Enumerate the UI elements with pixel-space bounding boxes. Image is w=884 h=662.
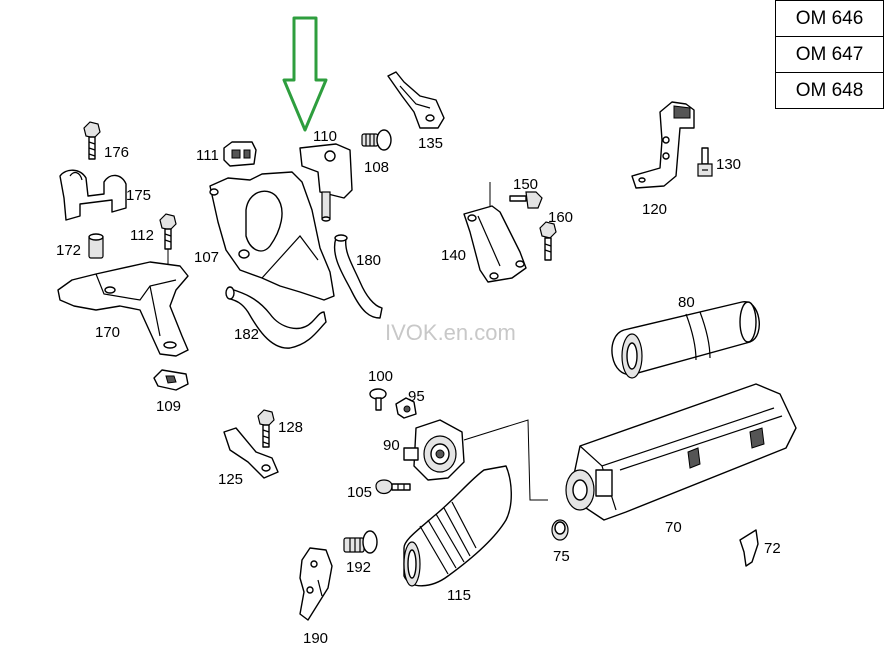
part-176-bolt [83,121,101,160]
part-110-sensor [299,143,353,222]
part-115-intake-duct [403,465,512,587]
label-160: 160 [548,209,573,226]
part-80-filter [611,301,760,379]
part-95-clip [395,397,417,419]
label-90: 90 [383,437,400,454]
part-140-bracket [463,182,527,283]
part-72-clip [739,529,759,567]
label-140: 140 [441,247,466,264]
part-175-clamp [59,169,127,221]
label-112: 112 [130,227,154,244]
engine-code-cell: OM 647 [775,36,884,73]
part-128-bolt [257,409,275,448]
label-111: 111 [196,147,219,164]
label-107: 107 [194,249,219,266]
label-180: 180 [356,252,381,269]
label-128: 128 [278,419,303,436]
part-182-hose [225,286,327,349]
part-150-bolt [509,191,543,209]
highlight-arrow-icon [282,16,328,132]
part-135-bracket [387,71,445,129]
part-180-hose [333,234,383,319]
part-170-bracket [57,261,189,357]
engine-code-cell: OM 646 [775,0,884,37]
part-107-bracket [209,171,335,301]
part-111-clip [223,141,257,167]
label-150: 150 [513,176,538,193]
part-100-screw [369,388,387,411]
label-172: 172 [56,242,81,259]
part-192-screw [343,530,378,554]
label-72: 72 [764,540,781,557]
part-120-bracket [631,101,695,189]
part-109-clip [153,369,189,391]
label-115: 115 [447,587,471,604]
part-190-plate [299,547,333,621]
label-95: 95 [408,388,425,405]
label-80: 80 [678,294,695,311]
label-109: 109 [156,398,181,415]
part-125-bracket [223,427,279,479]
leader-line [463,419,548,501]
label-175: 175 [126,187,151,204]
label-100: 100 [368,368,393,385]
part-70-air-filter-housing [565,383,797,521]
label-135: 135 [418,135,443,152]
label-190: 190 [303,630,328,647]
part-172-sleeve [88,233,104,259]
label-125: 125 [218,471,243,488]
label-170: 170 [95,324,120,341]
label-108: 108 [364,159,389,176]
label-182: 182 [234,326,259,343]
label-120: 120 [642,201,667,218]
part-160-bolt [539,221,557,261]
part-90-throttle-valve [403,419,465,481]
part-105-bolt [375,479,411,495]
label-70: 70 [665,519,682,536]
label-105: 105 [347,484,372,501]
part-108-screw [361,129,392,151]
part-75-plug [551,519,569,541]
label-75: 75 [553,548,570,565]
label-110: 110 [313,128,337,145]
part-130-bolt [697,147,713,177]
label-176: 176 [104,144,129,161]
engine-code-cell: OM 648 [775,72,884,109]
watermark: IVOK.en.com [385,320,516,345]
engine-code-table: OM 646 OM 647 OM 648 [775,0,884,109]
label-130: 130 [716,156,741,173]
label-192: 192 [346,559,371,576]
